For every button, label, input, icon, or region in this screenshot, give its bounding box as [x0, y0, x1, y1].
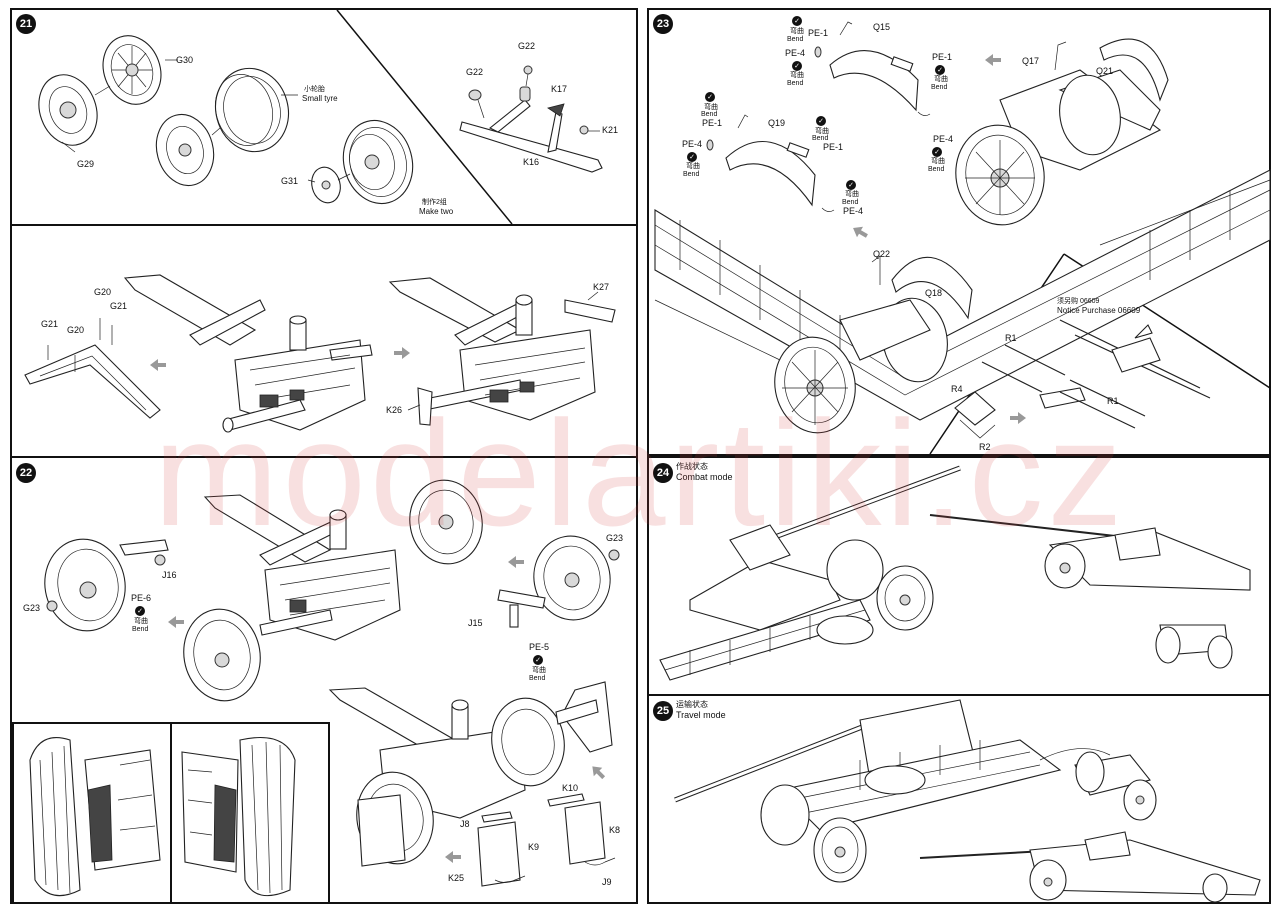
step25-title-en: Travel mode: [676, 710, 726, 720]
bend-check-icon: ✓: [135, 606, 145, 616]
small-tyre-en-label: Small tyre: [302, 94, 338, 103]
make-two-cn-label: 制作2组: [422, 199, 447, 206]
part-label: PE-4: [843, 206, 864, 216]
step22-wheel-fitting: [44, 479, 620, 887]
part-label: R1: [1005, 333, 1017, 343]
bend-en-label: Bend: [701, 111, 718, 118]
bend-cn-label: 弯曲: [686, 163, 700, 170]
bend-en-label: Bend: [787, 36, 804, 43]
part-label: G20: [67, 325, 85, 335]
part-label: J8: [460, 819, 470, 829]
part-label: Q18: [925, 288, 943, 298]
small-tyre-cn-label: 小轮胎: [304, 86, 325, 93]
step24-title-en: Combat mode: [676, 472, 733, 482]
part-label: G23: [606, 533, 624, 543]
bend-check-icon: ✓: [533, 655, 543, 665]
part-label: G21: [41, 319, 59, 329]
step-number-badge: 21: [16, 14, 36, 34]
part-label: J9: [602, 877, 612, 887]
part-label: PE-6: [131, 593, 152, 603]
part-label: K10: [562, 783, 579, 793]
part-label: R1: [1107, 396, 1119, 406]
part-label: G30: [176, 55, 194, 65]
bend-en-label: Bend: [842, 199, 859, 206]
part-label: PE-1: [808, 28, 829, 38]
part-label: J16: [162, 570, 177, 580]
part-label: R4: [951, 384, 963, 394]
make-two-en-label: Make two: [419, 207, 454, 216]
part-label: G29: [77, 159, 95, 169]
bend-en-label: Bend: [787, 80, 804, 87]
part-label: Q22: [873, 249, 891, 259]
bend-check-icon: ✓: [705, 92, 715, 102]
part-label: Q21: [1096, 66, 1114, 76]
part-label: PE-1: [823, 142, 844, 152]
bend-cn-label: 弯曲: [790, 72, 804, 79]
part-label: Q19: [768, 118, 786, 128]
bend-en-label: Bend: [529, 675, 546, 682]
bend-check-icon: ✓: [935, 65, 945, 75]
part-label: G31: [281, 176, 299, 186]
bend-cn-label: 弯曲: [790, 28, 804, 35]
part-label: G22: [466, 67, 484, 77]
bend-cn-label: 弯曲: [704, 104, 718, 111]
bend-en-label: Bend: [931, 84, 948, 91]
part-label: K17: [551, 84, 568, 94]
bend-check-icon: ✓: [792, 61, 802, 71]
bend-en-label: Bend: [928, 166, 945, 173]
part-label: R2: [979, 442, 991, 452]
part-label: PE-1: [702, 118, 723, 128]
part-label: G22: [518, 41, 536, 51]
part-label: Q17: [1022, 56, 1040, 66]
step21-wheel-assembly: [38, 35, 414, 205]
part-label: K25: [448, 873, 465, 883]
part-label: K16: [523, 157, 540, 167]
part-label: K9: [528, 842, 540, 852]
part-label: J15: [468, 618, 483, 628]
bend-check-icon: ✓: [932, 147, 942, 157]
step-number-badge: 24: [653, 463, 673, 483]
notice-cn-label: 须另购 06609: [1057, 298, 1100, 305]
part-label: PE-4: [933, 134, 954, 144]
part-label: G21: [110, 301, 128, 311]
step-number-badge: 25: [653, 701, 673, 721]
step-number-badge: 23: [653, 14, 673, 34]
detail-tyre-views: [29, 736, 296, 897]
bend-cn-label: 弯曲: [532, 667, 546, 674]
bend-cn-label: 弯曲: [931, 158, 945, 165]
step-number-badge: 22: [16, 463, 36, 483]
step24-title-cn: 作战状态: [676, 462, 708, 471]
part-label: G20: [94, 287, 112, 297]
part-label: K8: [609, 825, 621, 835]
step23-fender-assembly: [654, 21, 1271, 439]
notice-purchase-label: Notice Purchase 06609: [1057, 306, 1141, 315]
bend-en-label: Bend: [812, 135, 829, 142]
part-label: G23: [23, 603, 41, 613]
part-label: K27: [593, 282, 610, 292]
bend-en-label: Bend: [132, 626, 149, 633]
step21-spade-assembly: [459, 65, 603, 173]
bend-check-icon: ✓: [792, 16, 802, 26]
bend-check-icon: ✓: [687, 152, 697, 162]
part-label: PE-5: [529, 642, 550, 652]
part-label: PE-4: [682, 139, 703, 149]
part-label: Q15: [873, 22, 891, 32]
step25-title-cn: 运输状态: [676, 700, 708, 709]
bend-cn-label: 弯曲: [845, 191, 859, 198]
bend-cn-label: 弯曲: [134, 618, 148, 625]
part-label: K26: [386, 405, 403, 415]
step21-trail-assembly: [24, 274, 616, 433]
bend-check-icon: ✓: [816, 116, 826, 126]
part-label: PE-1: [932, 52, 953, 62]
bend-check-icon: ✓: [846, 180, 856, 190]
part-label: K21: [602, 125, 619, 135]
bend-en-label: Bend: [683, 171, 700, 178]
part-label: PE-4: [785, 48, 806, 58]
bend-cn-label: 弯曲: [815, 128, 829, 135]
bend-cn-label: 弯曲: [934, 76, 948, 83]
